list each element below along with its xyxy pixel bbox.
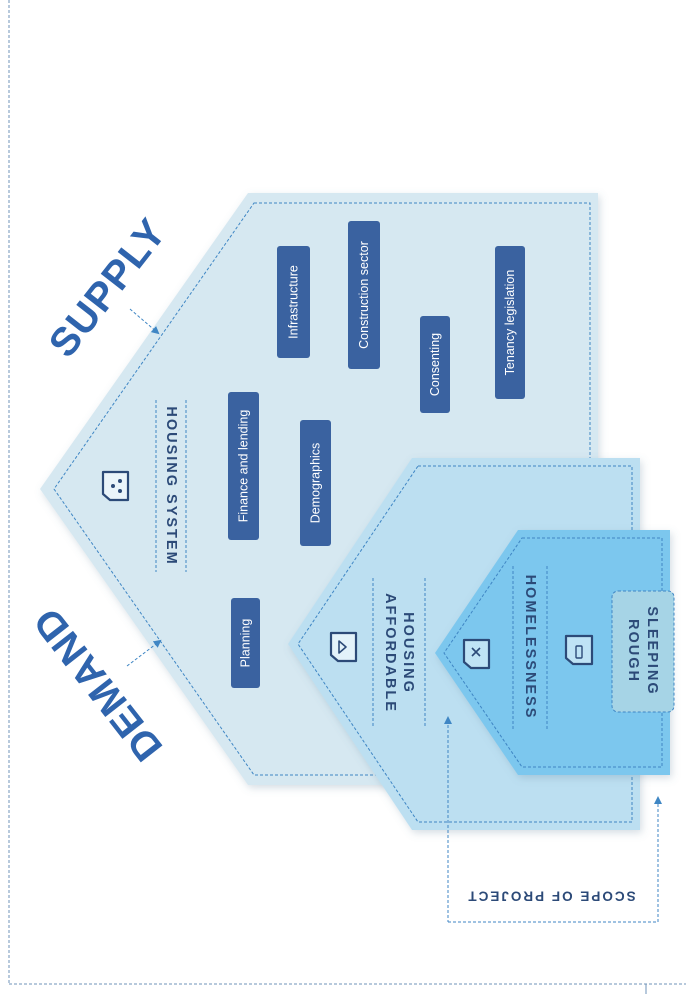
rough-label-line1: ROUGH [625,619,641,683]
house-cross-icon [462,638,491,670]
factor-tag-planning: Planning [231,598,260,688]
factor-tag-consenting: Consenting [420,316,450,413]
sleeping-bag-icon [564,634,594,666]
factor-label: Finance and lending [237,410,251,523]
factor-tag-tenancy-legislation: Tenancy legislation [495,246,525,399]
rough-sleeping-heading: ROUGH SLEEPING [625,606,660,695]
factor-label: Construction sector [357,241,371,349]
factor-label: Demographics [309,443,323,524]
rough-label-line2: SLEEPING [644,606,660,695]
housing-system-heading: HOUSING SYSTEM [155,400,187,572]
homelessness-heading: HOMELESSNESS [512,566,548,729]
factor-label: Consenting [428,333,442,396]
factor-tag-finance-and-lending: Finance and lending [228,392,259,540]
factor-label: Planning [239,619,253,668]
rough-sleeping-region [611,590,675,713]
factor-tag-infrastructure: Infrastructure [277,246,310,358]
factor-tag-construction-sector: Construction sector [348,221,380,369]
house-check-icon [329,631,358,663]
page-frame [8,0,686,994]
homelessness-region [435,530,670,775]
factor-tag-demographics: Demographics [300,420,331,546]
affordable-housing-heading: AFFORDABLE HOUSING [372,578,426,728]
network-house-icon [101,470,130,502]
factor-label: Tenancy legislation [503,270,517,376]
scope-of-project-label: SCOPE OF PROJECT [466,889,635,904]
scope-of-project-bracket: SCOPE OF PROJECT [444,716,662,923]
affordable-label-line2: HOUSING [400,612,416,694]
homelessness-label: HOMELESSNESS [522,575,538,720]
factor-label: Infrastructure [287,265,301,339]
housing-system-label: HOUSING SYSTEM [163,406,179,565]
affordable-label-line1: AFFORDABLE [382,593,398,713]
